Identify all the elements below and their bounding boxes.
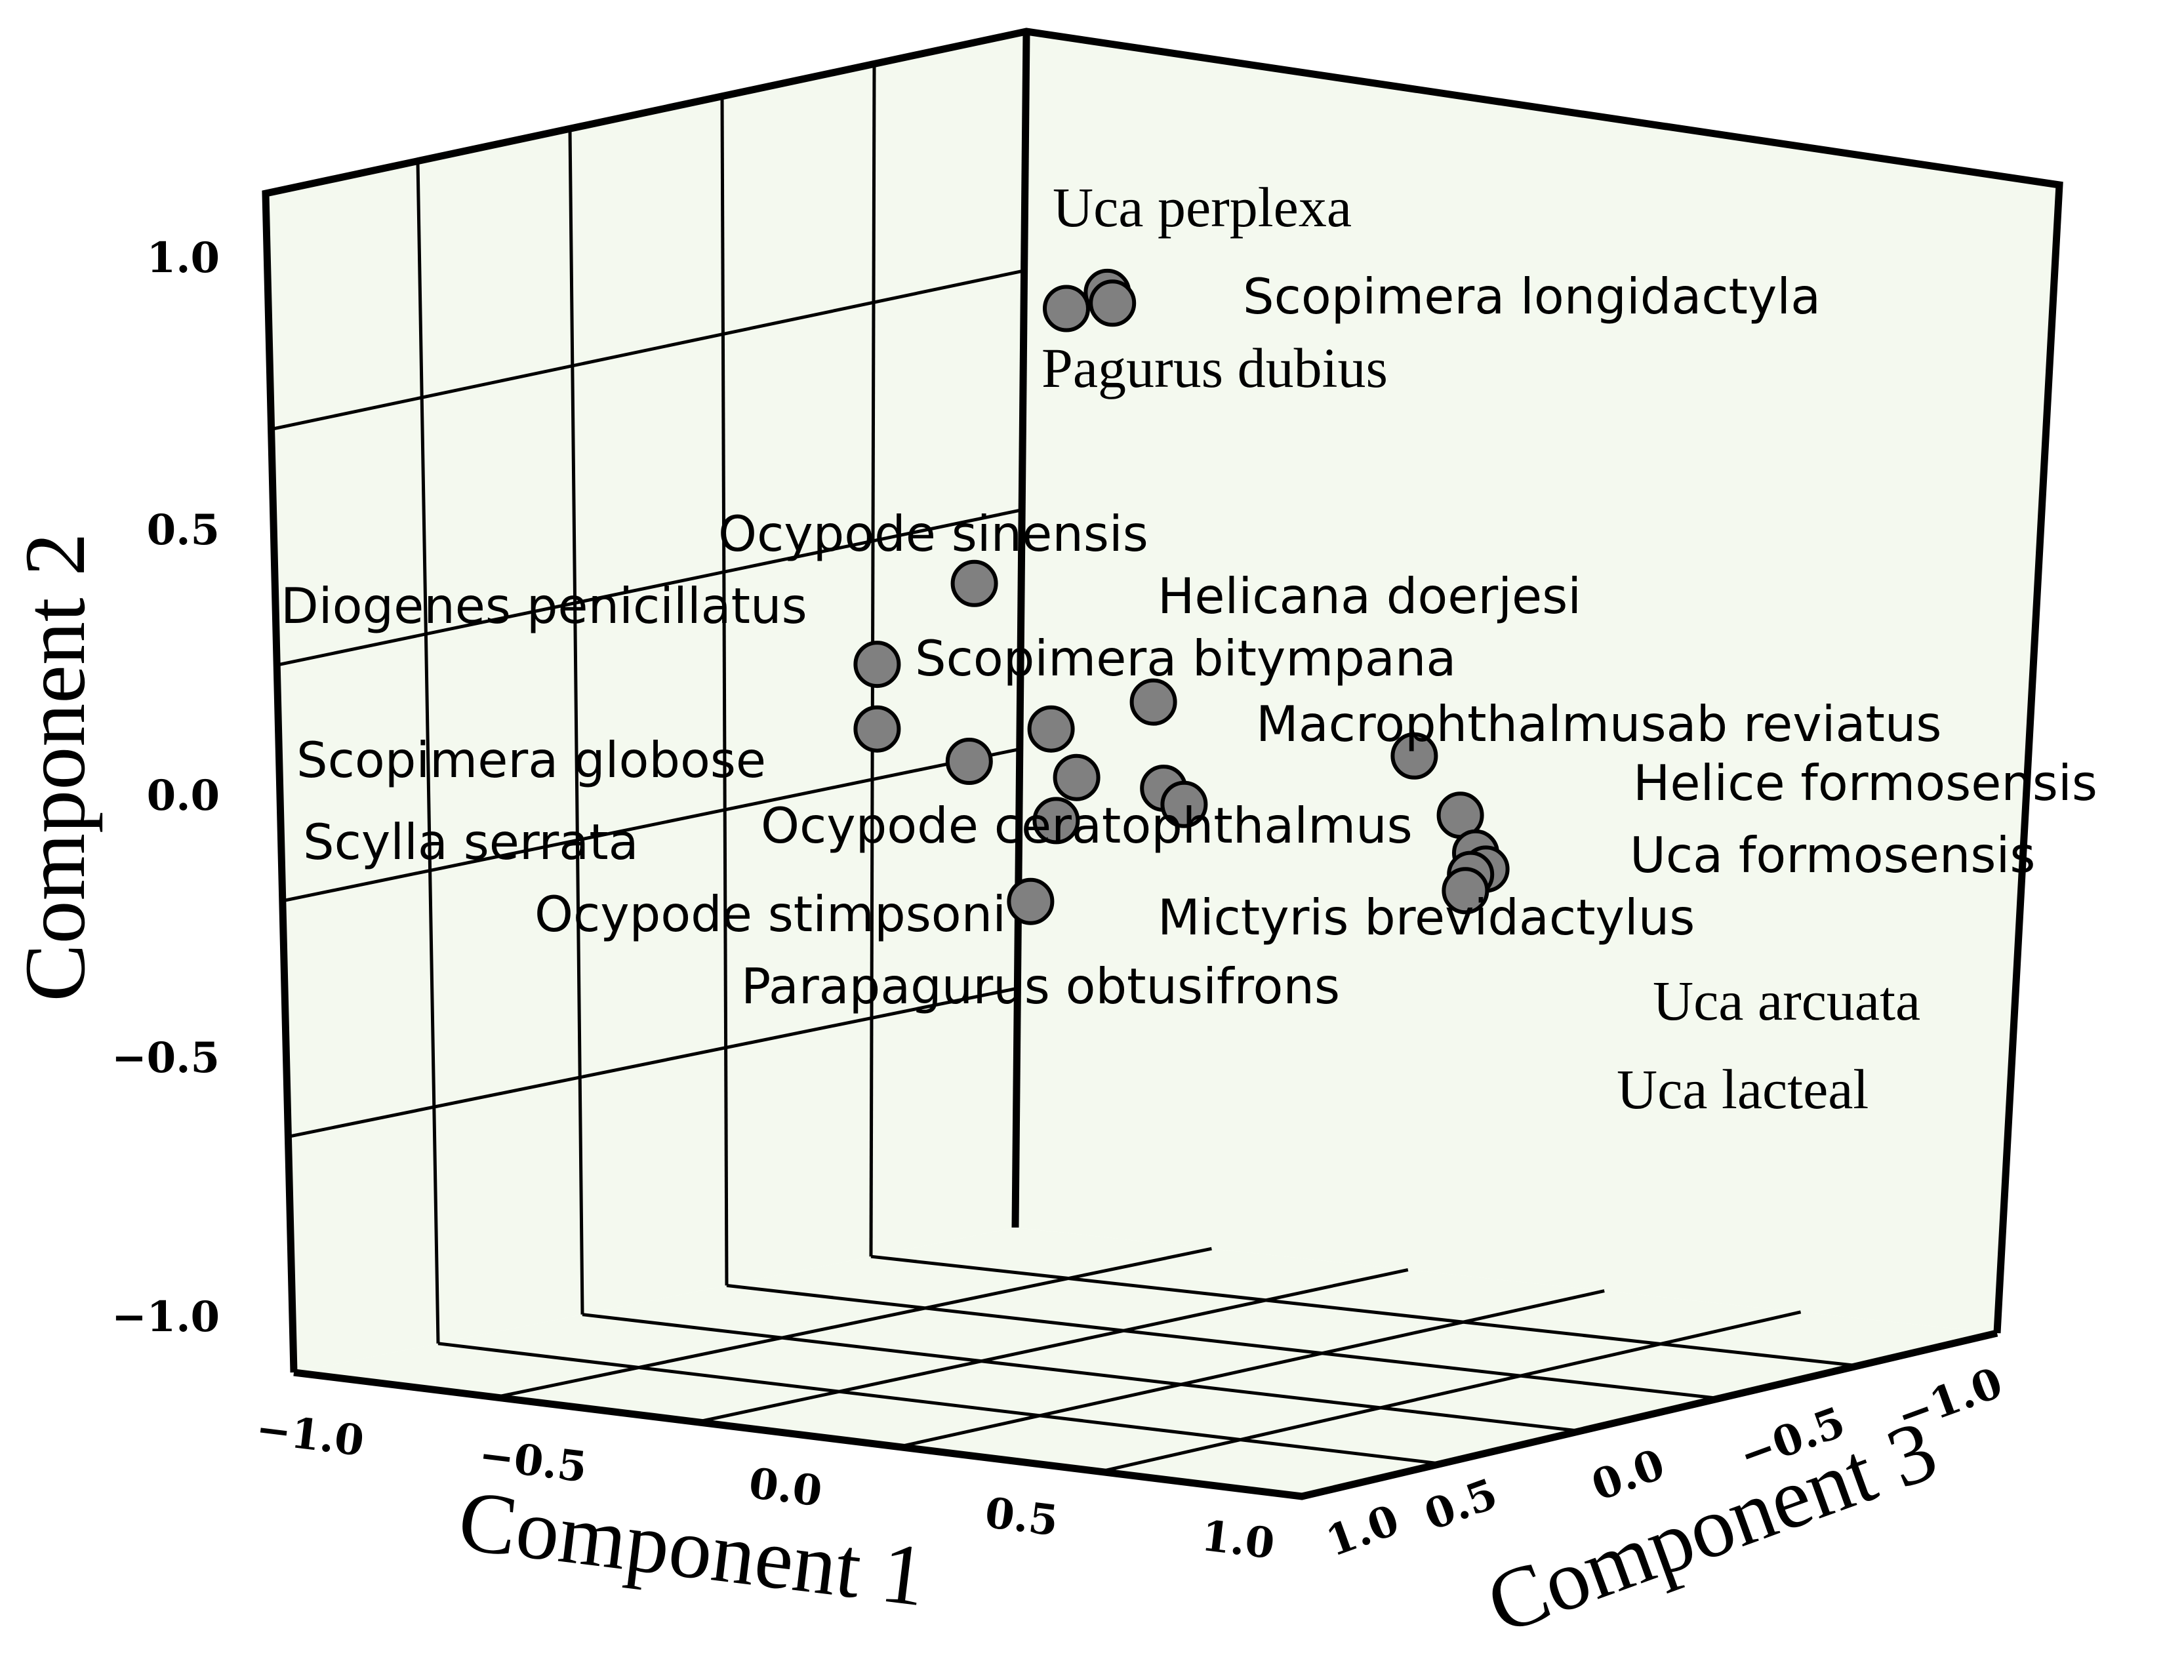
back-left-pane (266, 31, 1026, 1372)
data-points (853, 268, 1510, 925)
point-label: Uca perplexa (1053, 176, 1352, 239)
data-point (853, 705, 901, 753)
data-point (950, 559, 998, 607)
point-label: Pagurus dubius (1041, 336, 1388, 399)
y-tick-label: −0.5 (111, 1033, 220, 1083)
floor-gridline-x (495, 1247, 1212, 1399)
point-label: Parapagurus obtusifrons (741, 957, 1340, 1015)
floor-gridline-z (870, 1254, 1859, 1368)
data-point (1032, 797, 1080, 845)
data-point (1007, 877, 1055, 925)
point-label: Uca lacteal (1617, 1058, 1869, 1121)
floor-gridline-x (898, 1289, 1605, 1449)
floor-gridline-x (1100, 1310, 1802, 1473)
left-pane-horizontal-gridline (271, 269, 1025, 431)
floor-gridline-z (437, 1342, 1442, 1466)
data-point (1027, 705, 1075, 753)
point-label: Helicana doerjesi (1158, 567, 1581, 625)
data-point (1160, 780, 1208, 828)
data-point (1053, 753, 1101, 801)
z-tick-label: 1.0 (1320, 1496, 1405, 1567)
y-tick-label: 0.0 (147, 771, 220, 820)
box-front-bottom-edge (293, 1329, 1998, 1500)
point-label: Uca arcuata (1653, 969, 1920, 1032)
back-right-pane (1015, 31, 2059, 1333)
x-axis-title: Component 1 (454, 1471, 931, 1624)
data-point (1390, 732, 1438, 780)
x-tick-label: 0.5 (982, 1489, 1061, 1546)
point-label: Scylla serrata (303, 813, 639, 871)
y-tick-label: 1.0 (147, 233, 220, 283)
x-tick-label: 1.0 (1199, 1511, 1278, 1569)
y-tick-label: −1.0 (111, 1292, 220, 1342)
point-label: Uca formosensis (1630, 826, 2035, 884)
point-label: Scopimera longidactyla (1243, 268, 1821, 325)
point-label: Helice formosensis (1633, 754, 2097, 812)
floor-gridline-z (726, 1283, 1720, 1401)
z-tick-label: 0.5 (1419, 1470, 1504, 1541)
data-point (853, 641, 901, 689)
left-pane-vertical-gridline (720, 96, 729, 1286)
data-point (945, 738, 993, 785)
point-label: Scopimera globose (296, 731, 766, 789)
left-pane-vertical-gridline (416, 161, 440, 1344)
data-point (1043, 285, 1090, 332)
point-label: Ocypode stimpsoni (535, 885, 1006, 943)
floor-gridline-x (697, 1268, 1409, 1424)
point-label: Ocypode sinensis (718, 505, 1148, 563)
y-axis-title: Component 2 (7, 533, 103, 1002)
left-pane-horizontal-gridline (276, 508, 1022, 667)
y-tick-label: 0.5 (147, 506, 220, 555)
axis-box-edges (262, 28, 2063, 1500)
x-tick-label: 0.0 (746, 1459, 825, 1517)
point-label: Mictyris brevidactylus (1158, 889, 1695, 946)
y-tick-labels: −1.0 −0.5 0.0 0.5 1.0 (111, 233, 220, 1342)
box-back-vertical-edge (1011, 31, 1030, 1228)
point-label: Ocypode ceratophthalmus (761, 797, 1413, 854)
data-point (1442, 867, 1489, 915)
left-pane-vertical-gridline (568, 129, 584, 1315)
data-point (1129, 678, 1177, 726)
floor-gridline-z (582, 1313, 1581, 1433)
point-label: Scopimera bitympana (915, 630, 1456, 687)
left-pane-horizontal-gridline (287, 986, 1018, 1138)
left-pane-horizontal-gridline (282, 747, 1021, 903)
data-point (1089, 279, 1137, 327)
x-tick-label: −1.0 (253, 1404, 367, 1466)
point-label: Macrophthalmusab reviatus (1256, 695, 1941, 753)
point-label: Diogenes penicillatus (281, 577, 807, 635)
grid-lines (271, 64, 1859, 1473)
